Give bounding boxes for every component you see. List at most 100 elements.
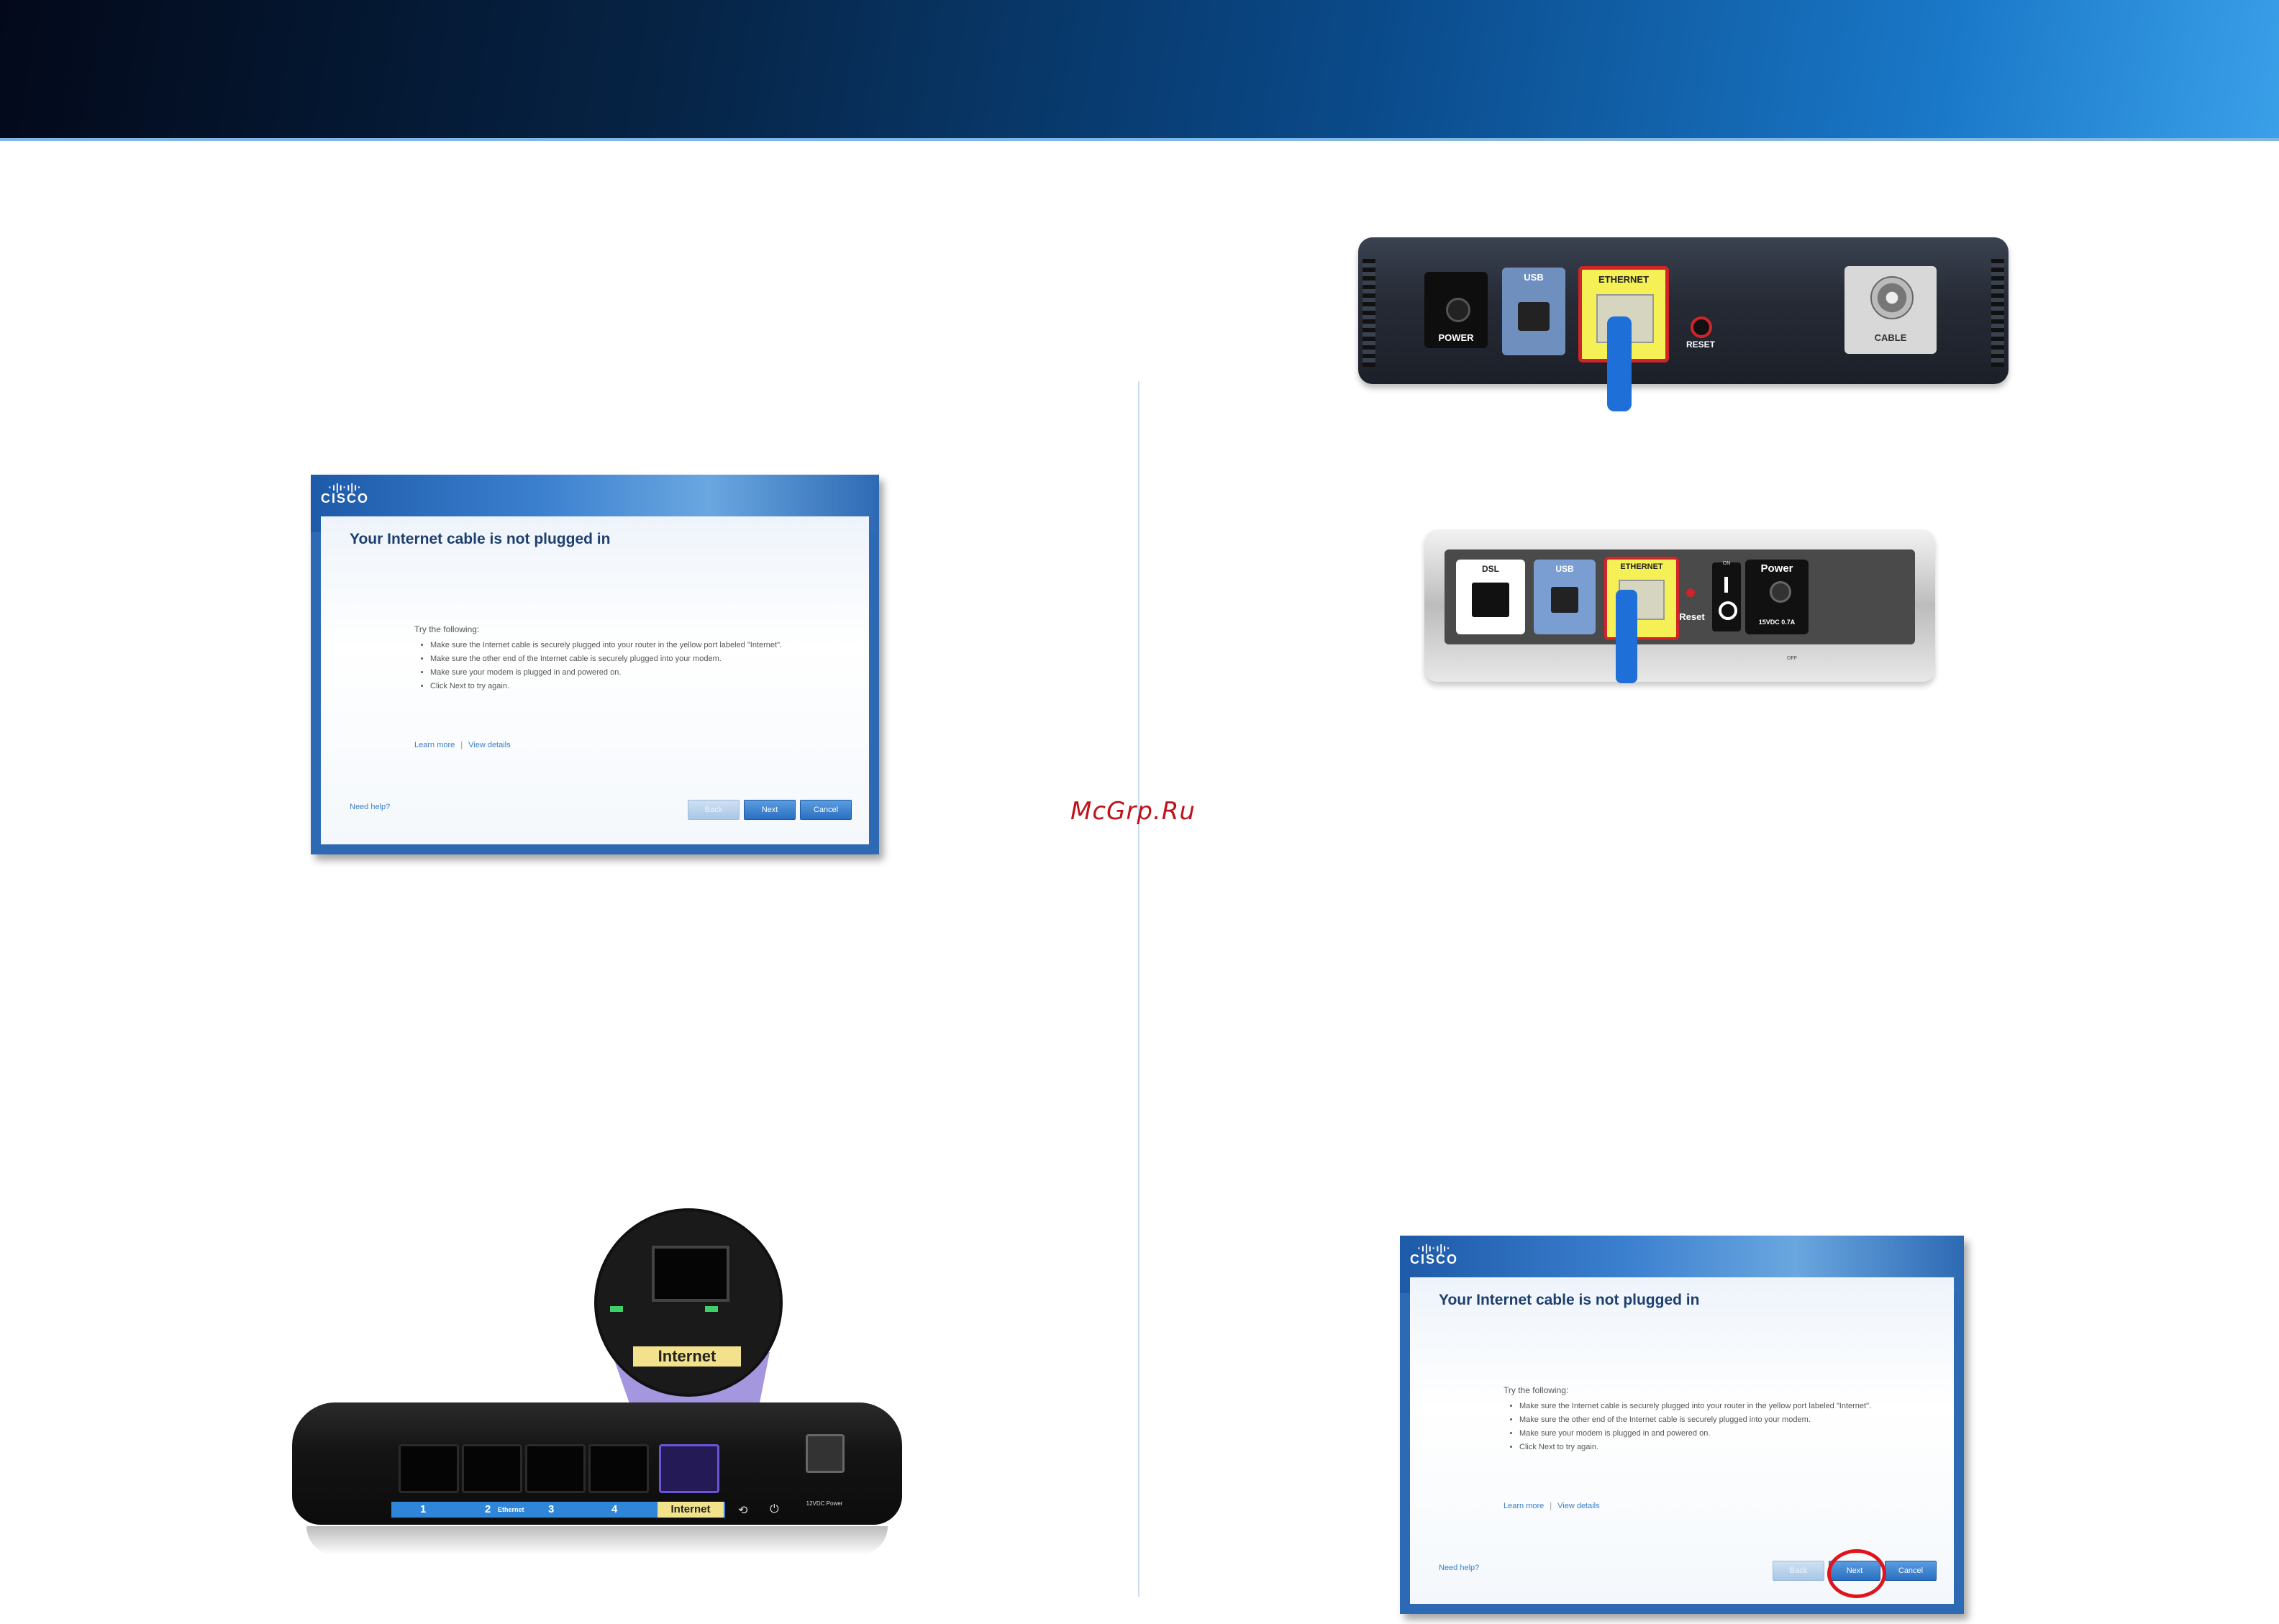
power-switch: ON [1712,561,1741,631]
dialog-title: Your Internet cable is not plugged in [1439,1292,1700,1308]
power-label: Power [1760,562,1793,575]
list-item: Make sure your modem is plugged in and p… [1519,1428,1908,1439]
router-reflection [306,1526,888,1555]
router-body: 1 2 Ethernet 3 4 Internet ⟲ ⏻ 12VDC Powe… [292,1402,902,1525]
led-icon [705,1306,718,1312]
reset-icon: ⟲ [738,1505,748,1517]
switch-off-icon [1719,601,1737,620]
power-port-area: POWER [1424,272,1488,348]
cisco-logo: ·ı|ı·ı|ı·CISCO [1410,1242,1459,1267]
port-number-3: 3 [548,1503,555,1515]
ethernet-port-highlight: ETHERNET [1578,266,1669,362]
power-jack-icon [1770,581,1791,603]
cancel-button[interactable]: Cancel [1885,1561,1937,1581]
reset-button-icon [1686,588,1695,597]
header-rule [0,138,2279,141]
need-help-link[interactable]: Need help? [350,803,391,811]
ethernet-label: ETHERNET [1620,562,1663,571]
dialog-content: Your Internet cable is not plugged in Tr… [1410,1277,1954,1604]
lan-port-1 [399,1444,459,1493]
watermark-text: McGrp.Ru [1070,797,1196,826]
cable-modem-back-panel: POWER USB ETHERNET RESET CABLE [1358,237,2009,411]
power-jack-icon [1446,298,1470,322]
dsl-port-area: DSL [1456,560,1525,634]
dialog-title: Your Internet cable is not plugged in [350,531,611,547]
cancel-button[interactable]: Cancel [800,800,852,820]
list-item: Make sure your modem is plugged in and p… [430,667,819,678]
port-number-4: 4 [611,1503,618,1515]
usb-label: USB [1555,564,1574,574]
router-back-panel: 1 2 Ethernet 3 4 Internet ⟲ ⏻ 12VDC Powe… [292,1388,902,1604]
setup-dialog-screenshot-next-highlighted: ·ı|ı·ı|ı·CISCO Your Internet cable is no… [1400,1236,1964,1614]
switch-on-icon [1724,577,1728,593]
column-divider [1138,381,1140,1597]
vent-right [1991,259,2004,367]
cisco-logo: ·ı|ı·ı|ı·CISCO [321,481,370,506]
dsl-jack-icon [1472,583,1509,617]
back-button[interactable]: Back [688,800,740,820]
cable-port-area: CABLE [1844,266,1937,354]
ethernet-label: ETHERNET [1598,274,1650,285]
reset-button-icon [1691,316,1712,338]
coax-connector-icon [1870,276,1914,319]
internet-port-zoom: Internet [594,1208,783,1397]
usb-label: USB [1524,272,1544,283]
lan-port-2 [462,1444,522,1493]
help-links: Learn more|View details [414,741,511,749]
list-item: Click Next to try again. [430,681,819,692]
view-details-link[interactable]: View details [1557,1502,1600,1510]
vent-left [1363,259,1375,367]
page-header-band [0,0,2279,138]
list-item: Make sure the other end of the Internet … [430,654,819,665]
power-label: POWER [1438,332,1474,343]
cable-label: CABLE [1874,332,1907,343]
dialog-content: Your Internet cable is not plugged in Tr… [321,516,869,844]
back-button[interactable]: Back [1773,1561,1824,1581]
usb-port-area: USB [1502,268,1565,355]
view-details-link[interactable]: View details [468,741,511,749]
port-number-1: 1 [420,1503,427,1515]
port-label-strip: 1 2 Ethernet 3 4 [391,1502,725,1518]
dsl-label: DSL [1482,564,1499,574]
power-button-icon: ⏻ [770,1503,779,1515]
troubleshoot-list: Make sure the Internet cable is securely… [414,640,819,695]
zoom-internet-label: Internet [633,1346,741,1367]
try-heading: Try the following: [1504,1385,1569,1395]
internet-label: Internet [658,1502,724,1518]
internet-port [659,1444,719,1493]
help-links: Learn more|View details [1504,1502,1600,1510]
next-button[interactable]: Next [744,800,796,820]
lan-port-4 [588,1444,649,1493]
ethernet-cable [1616,590,1637,683]
reset-label: Reset [1679,611,1705,622]
port-number-2: 2 [485,1503,491,1515]
led-icon [610,1306,623,1312]
usb-port-area: USB [1534,560,1596,634]
switch-off-label: OFF [1787,656,1797,661]
power-port-area: Power 15VDC 0.7A [1745,560,1809,634]
reset-label: RESET [1686,339,1715,350]
learn-more-link[interactable]: Learn more [414,741,455,749]
next-button-highlight-circle [1827,1549,1886,1598]
ethernet-cable [1607,316,1632,411]
learn-more-link[interactable]: Learn more [1504,1502,1545,1510]
list-item: Click Next to try again. [1519,1442,1908,1453]
list-item: Make sure the Internet cable is securely… [1519,1401,1908,1412]
ethernet-label: Ethernet [498,1506,524,1513]
lan-port-3 [525,1444,586,1493]
internet-jack-icon [652,1246,729,1302]
switch-on-label: ON [1722,561,1731,566]
power-spec-label: 15VDC 0.7A [1758,619,1796,626]
need-help-link[interactable]: Need help? [1439,1564,1480,1572]
troubleshoot-list: Make sure the Internet cable is securely… [1504,1401,1908,1456]
usb-port-icon [1518,302,1550,331]
try-heading: Try the following: [414,624,480,634]
dsl-port-panel: DSL USB ETHERNET Reset ON Power 15VDC 0.… [1445,549,1915,644]
list-item: Make sure the other end of the Internet … [1519,1415,1908,1425]
usb-port-icon [1551,587,1578,613]
power-jack-icon [806,1434,845,1473]
setup-dialog-screenshot: ·ı|ı·ı|ı·CISCO Your Internet cable is no… [311,475,879,854]
power-label: 12VDC Power [806,1500,843,1507]
list-item: Make sure the Internet cable is securely… [430,640,819,651]
dsl-modem-back-panel: DSL USB ETHERNET Reset ON Power 15VDC 0.… [1424,529,1935,683]
